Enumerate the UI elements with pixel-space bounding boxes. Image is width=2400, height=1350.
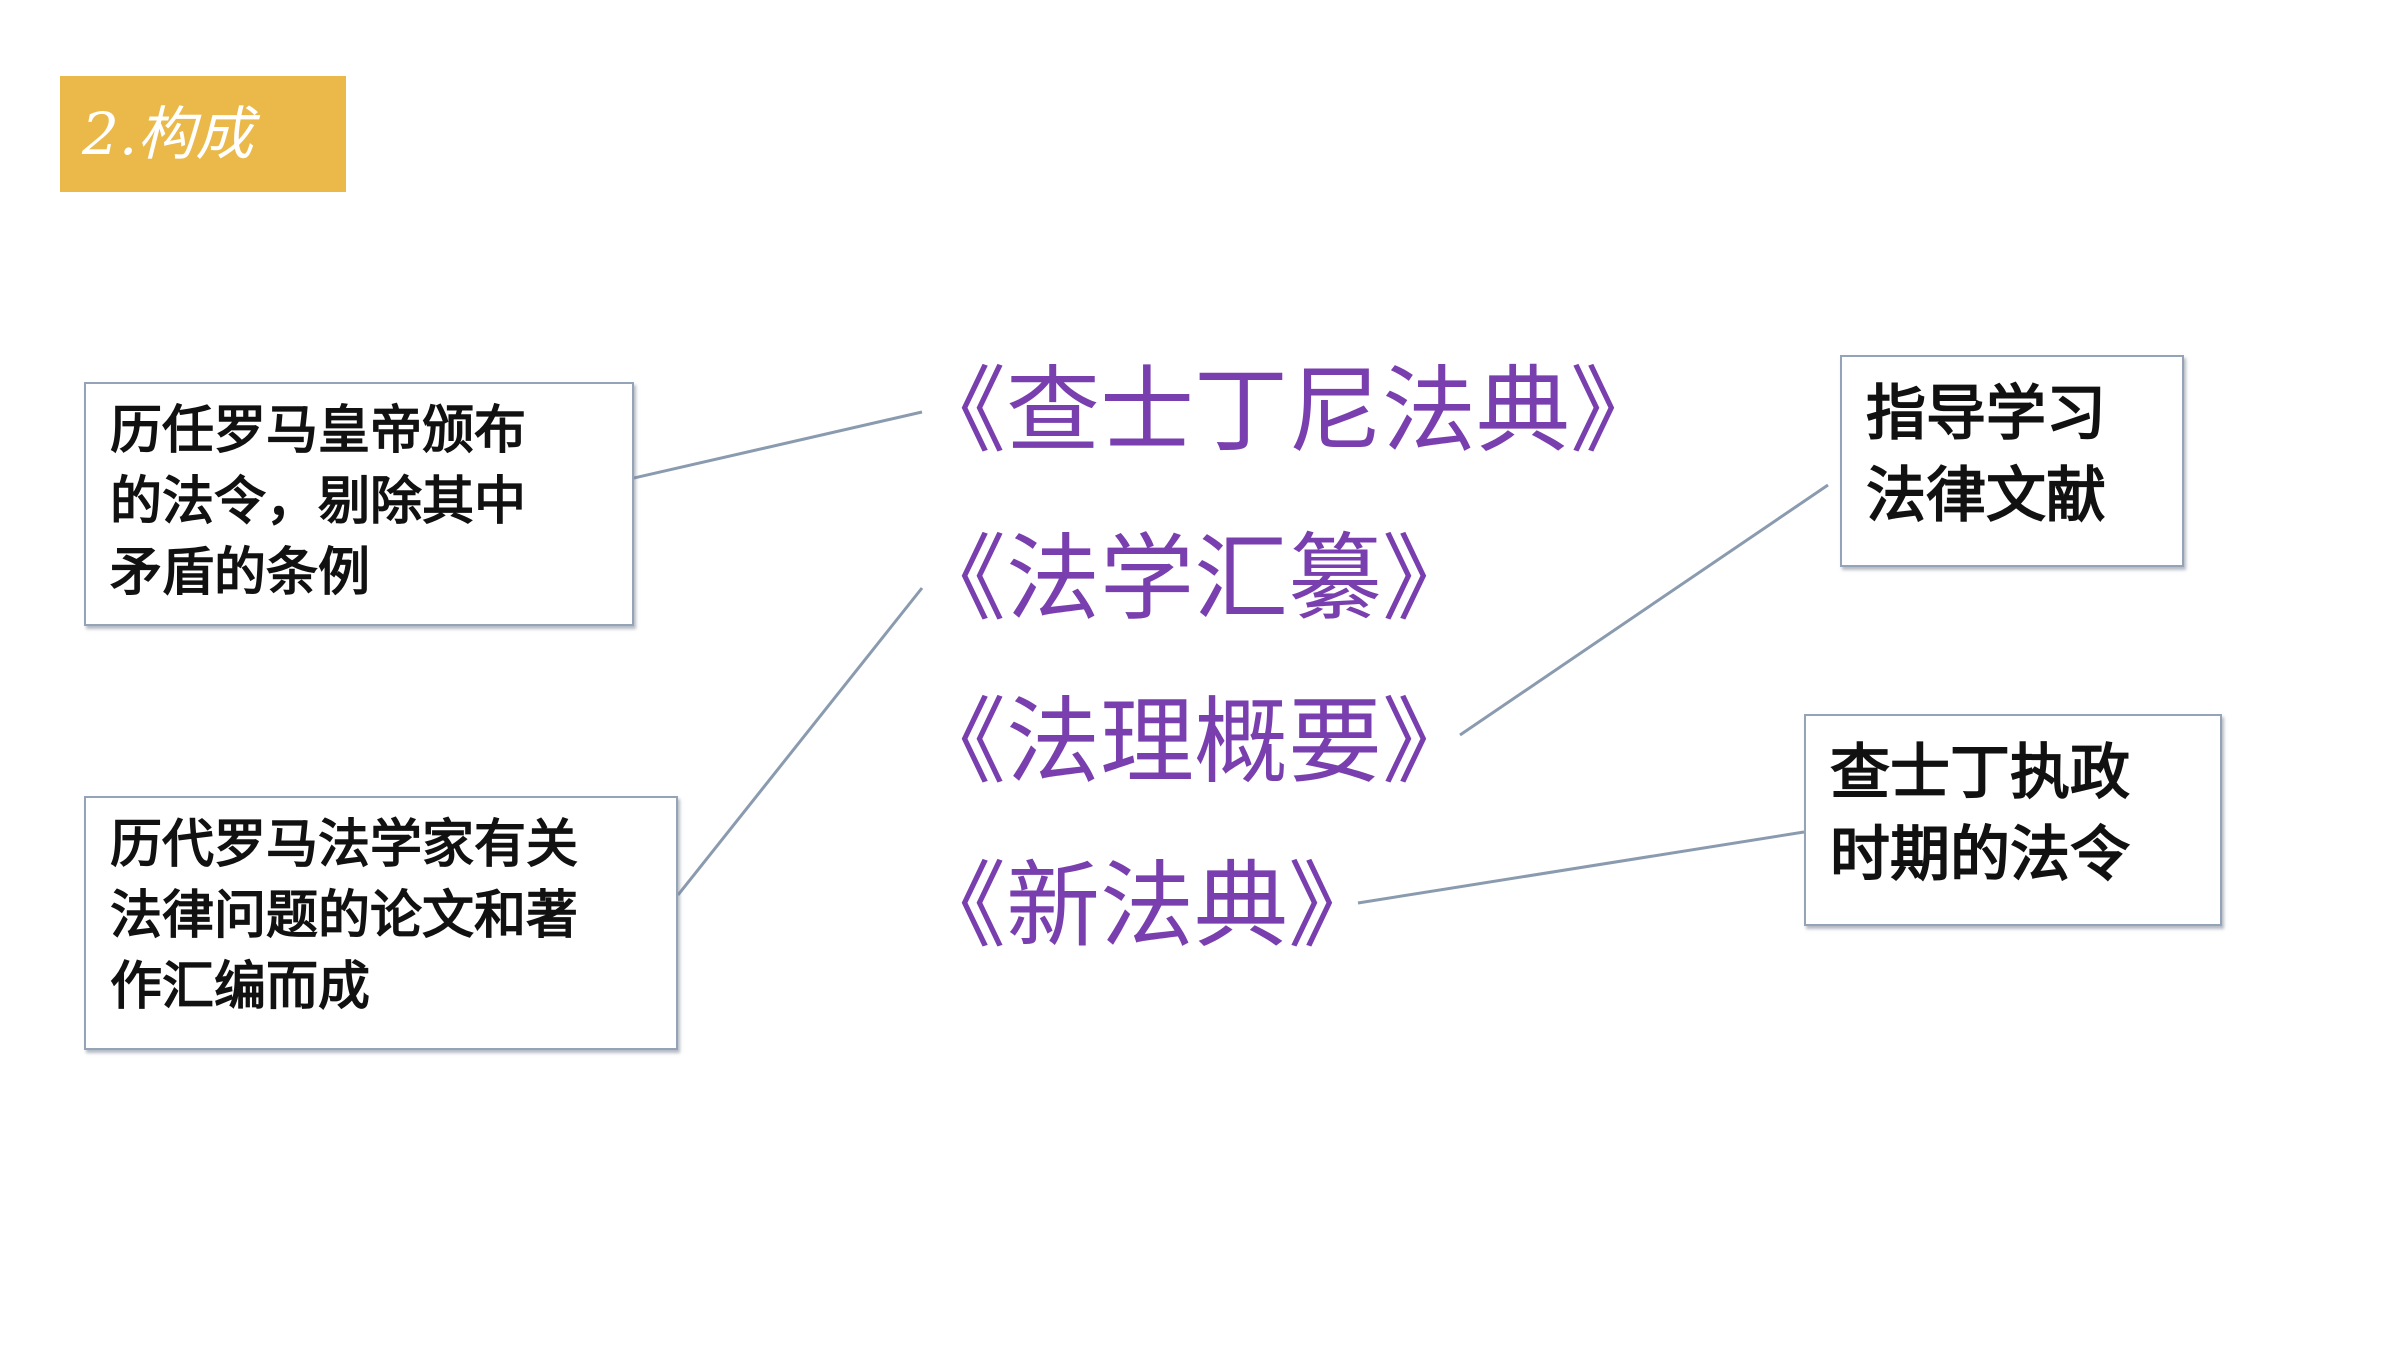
desc-box-study-guide: 指导学习 法律文献 (1840, 355, 2184, 567)
connector-institutes-to-guide (1459, 483, 1829, 737)
desc-line: 历代罗马法学家有关 (110, 815, 579, 875)
code-title-justinian-code: 《查士丁尼法典》 (912, 357, 1665, 466)
connector-jurists-to-digest (676, 587, 924, 896)
desc-line: 法律文献 (1866, 461, 2106, 531)
connector-edicts-to-code (633, 410, 923, 480)
desc-line: 矛盾的条例 (110, 543, 371, 603)
desc-line: 的法令，剔除其中 (110, 472, 527, 532)
code-title-digest: 《法学汇纂》 (912, 525, 1477, 634)
desc-line: 查士丁执政 (1830, 738, 2130, 808)
desc-box-justinian-edicts: 查士丁执政 时期的法令 (1804, 714, 2222, 926)
desc-line: 法律问题的论文和著 (110, 886, 579, 946)
code-title-novels: 《新法典》 (912, 852, 1383, 961)
code-title-institutes: 《法理概要》 (912, 688, 1477, 797)
desc-box-jurist-writings: 历代罗马法学家有关 法律问题的论文和著 作汇编而成 (84, 796, 678, 1050)
section-title: 2.构成 (60, 76, 346, 192)
desc-line: 作汇编而成 (110, 957, 371, 1017)
desc-line: 指导学习 (1866, 379, 2106, 449)
desc-line: 历任罗马皇帝颁布 (110, 401, 527, 461)
desc-box-imperial-edicts: 历任罗马皇帝颁布 的法令，剔除其中 矛盾的条例 (84, 382, 634, 626)
desc-line: 时期的法令 (1830, 820, 2130, 890)
connector-novels-to-edicts (1357, 830, 1805, 905)
